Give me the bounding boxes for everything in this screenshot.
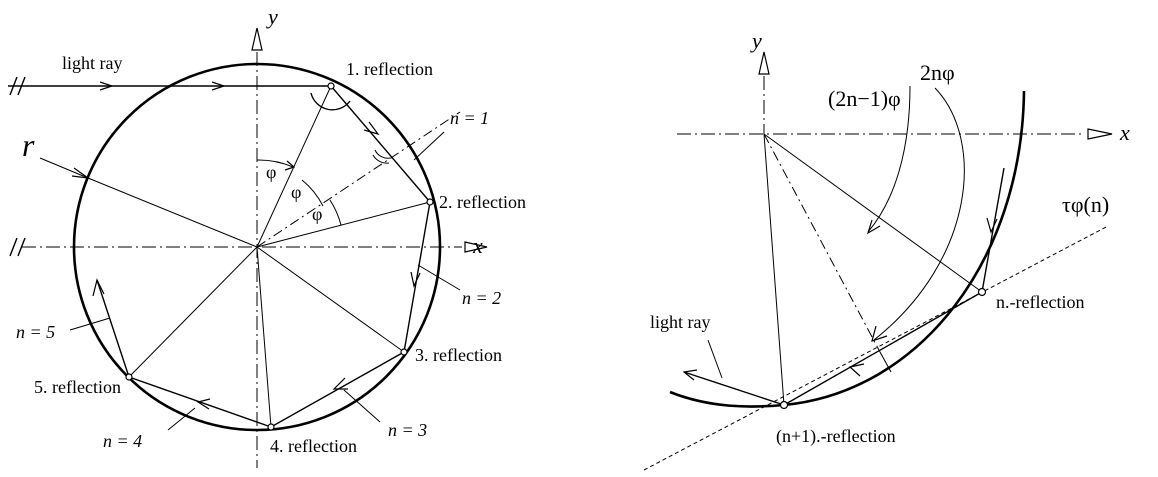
radius-line — [256, 246, 272, 428]
x-axis-arrow-right — [1087, 128, 1113, 140]
angle-arc-2n-minus-1 — [867, 85, 911, 233]
leader-n3 — [343, 389, 381, 423]
ray-arrow — [196, 398, 211, 410]
angle-arc-phi — [329, 199, 342, 226]
reflection-point-4 — [267, 423, 275, 431]
angle-arc-arrow — [284, 160, 296, 171]
reflection-point-2 — [426, 198, 434, 206]
bisector-n1 — [256, 111, 461, 248]
ray-arrow — [682, 369, 698, 381]
angle-2n-minus-1-label: (2n−1)φ — [828, 86, 901, 111]
bisector-right — [763, 133, 881, 353]
leader-n2 — [417, 264, 461, 291]
ray-arrow — [99, 81, 114, 91]
bisector-tick — [879, 351, 892, 373]
angle-arc-incidence — [310, 92, 351, 111]
leader-n5 — [69, 317, 111, 331]
phi-label-1: φ — [266, 162, 276, 182]
y-axis-label-right: y — [750, 28, 762, 53]
radius-line — [128, 246, 258, 378]
radius-to-n1 — [763, 133, 785, 406]
reflected-ray-path — [96, 85, 431, 428]
phi-label-3: φ — [312, 204, 322, 224]
tangent-label: τφ(n) — [1062, 192, 1109, 217]
reflection-point-5 — [125, 373, 133, 381]
angle-arc-2n — [873, 87, 965, 341]
light-ray-label-right: light ray — [650, 312, 711, 332]
ray-arrow — [986, 217, 998, 234]
y-axis-label-left: y — [266, 4, 278, 29]
incoming-ray-right — [981, 167, 1005, 293]
phi-label-2: φ — [291, 182, 301, 202]
n-label-3: n = 3 — [388, 420, 427, 440]
reflection-point-n1 — [779, 400, 789, 410]
n-label-2: n = 2 — [462, 288, 501, 308]
reflection-point-3 — [400, 348, 408, 356]
ray-arrow — [363, 121, 380, 136]
y-axis-arrow-right — [758, 51, 770, 75]
light-ray-label-left: light ray — [62, 53, 123, 73]
radius-to-n — [763, 133, 983, 293]
outgoing-ray-right — [683, 371, 785, 406]
x-axis-label-right: x — [1119, 120, 1130, 145]
ray-arrow — [332, 377, 348, 390]
reflection-label-1: 1. reflection — [346, 59, 433, 79]
left-figure: y x r light ray 1. reflection 2. reflect… — [8, 4, 526, 468]
angle-arc-arrow — [871, 325, 888, 342]
leader-n1 — [413, 131, 445, 161]
leader-light-ray-right — [707, 339, 723, 379]
leader-n4 — [167, 407, 196, 431]
radius-label: r — [22, 127, 35, 163]
reflection-label-3: 3. reflection — [415, 345, 502, 365]
n-label-4: n = 4 — [103, 431, 142, 451]
reflection-label-2: 2. reflection — [439, 192, 526, 212]
ray-arrow — [211, 81, 226, 91]
n-label-1: n = 1 — [450, 108, 489, 128]
angle-arc-reflection — [374, 149, 391, 159]
chord-ray — [783, 291, 983, 406]
reflection-label-4: 4. reflection — [270, 436, 357, 456]
circle-arc-right — [669, 90, 1026, 408]
n1-reflection-label: (n+1).-reflection — [776, 426, 896, 447]
angle-arc-phi — [256, 159, 294, 168]
ray-arrow — [92, 278, 105, 297]
n-reflection-label: n.-reflection — [996, 292, 1084, 312]
radius-line — [87, 177, 258, 248]
angle-arc-reflection — [372, 154, 390, 164]
ray-arrow — [410, 271, 421, 288]
tangent-line — [643, 225, 1109, 471]
y-axis-arrow-left — [251, 27, 263, 51]
angle-arc-phi — [301, 179, 324, 207]
radius-line — [256, 201, 431, 248]
right-figure: y x 2nφ (2n−1)φ τφ(n) light ray n.-refle… — [643, 28, 1130, 471]
n-label-5: n = 5 — [16, 322, 55, 342]
angle-2n-label: 2nφ — [920, 60, 955, 85]
radius-line — [256, 246, 405, 353]
reflection-point-n — [977, 287, 987, 297]
angle-arc-arrow — [866, 219, 881, 235]
x-axis-label-left: x — [472, 233, 483, 258]
reflection-point-1 — [327, 82, 335, 90]
ray-arrow — [848, 363, 865, 377]
break-mark — [17, 237, 26, 257]
reflection-label-5: 5. reflection — [34, 377, 121, 397]
x-axis-arrow-left — [464, 241, 488, 253]
radius-leader — [39, 157, 89, 179]
break-mark — [9, 237, 18, 257]
